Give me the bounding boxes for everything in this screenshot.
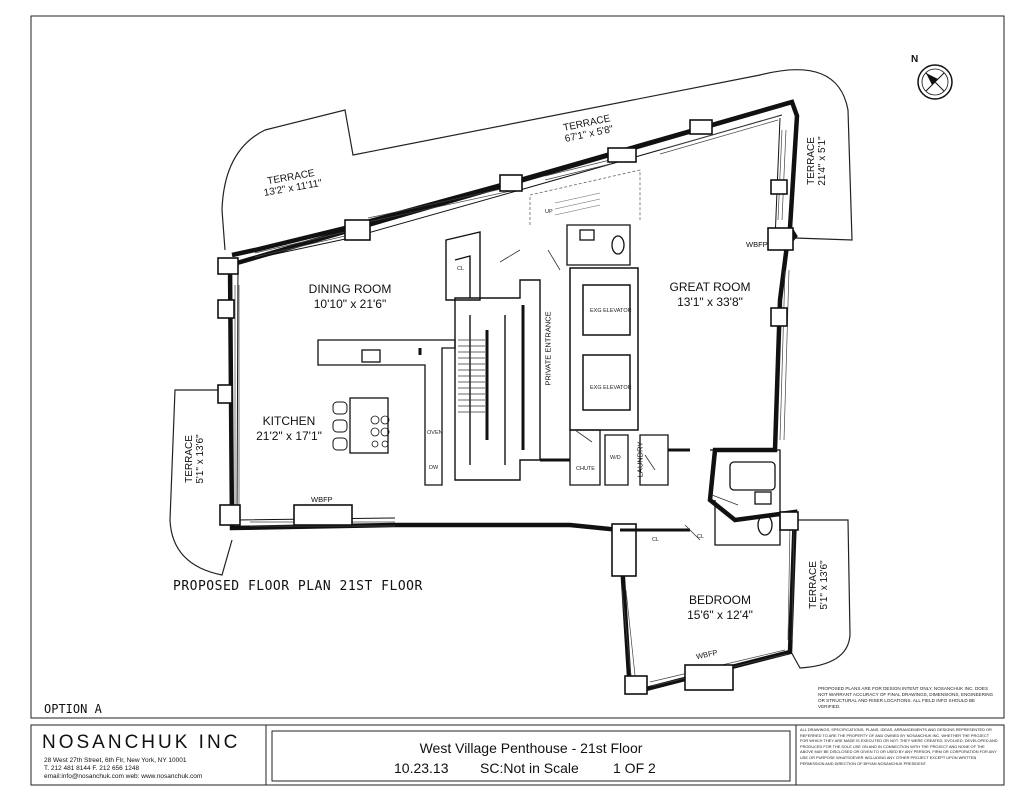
title-block-disclaimer: ALL DRAWINGS, SPECIFICATIONS, PLANS, IDE… xyxy=(800,727,998,766)
great-room-label: GREAT ROOM 13'1" x 33'8" xyxy=(669,280,751,309)
laundry-label: LAUNDRY xyxy=(635,441,645,478)
project-date: 10.23.13 xyxy=(394,760,449,776)
stair-up-label: UP xyxy=(545,209,553,215)
bedroom-label: BEDROOM 15'6" x 12'4" xyxy=(687,593,753,622)
chute-label: CHUTE xyxy=(576,466,595,472)
company-address: 28 West 27th Street, 6th Flr, New York, … xyxy=(44,757,187,764)
terrace-outline xyxy=(221,69,853,251)
company-name: NOSANCHUK INC xyxy=(42,732,241,753)
terrace-right-bottom-label: TERRACE 5'1" x 13'6" xyxy=(808,560,830,610)
stair-core xyxy=(445,231,541,481)
terrace-right-bottom-outline xyxy=(789,519,851,669)
plan-disclaimer: PROPOSED PLANS ARE FOR DESIGN INTENT ONL… xyxy=(818,686,994,709)
option-label: OPTION A xyxy=(44,702,102,716)
oven-label: OVEN xyxy=(427,430,443,436)
stair-treads xyxy=(458,339,485,413)
upper-stair-outline xyxy=(529,169,641,225)
closet-label-3: CL xyxy=(697,534,705,540)
elevator-1-label: EXG ELEVATOR xyxy=(590,308,632,314)
cooktop xyxy=(370,415,390,448)
structural-columns xyxy=(217,119,799,695)
wbfp-label-kitchen: WBFP xyxy=(311,495,333,504)
plan-title: PROPOSED FLOOR PLAN 21ST FLOOR xyxy=(173,579,423,594)
terrace-left-outline xyxy=(169,389,233,576)
north-label: N xyxy=(911,54,919,65)
title-block-company-box xyxy=(30,724,267,786)
elevator-shafts xyxy=(569,267,639,431)
wbfp-label-great-room: WBFP xyxy=(746,240,768,249)
washer-dryer-label: W/D xyxy=(610,455,621,461)
terrace-left-side-label: TERRACE 5'1" x 13'6" xyxy=(184,434,206,484)
kitchen-sink xyxy=(361,349,381,363)
company-contact: email:info@nosanchuk.com web: www.nosanc… xyxy=(44,773,203,780)
north-arrow-icon xyxy=(917,64,953,100)
project-sheet: 1 OF 2 xyxy=(613,760,656,776)
door-swings xyxy=(499,249,739,541)
bathrooms xyxy=(566,224,781,546)
company-phone: T. 212 481 8144 F. 212 656 1248 xyxy=(44,765,140,772)
title-block-project-box xyxy=(271,730,791,782)
project-scale: SC:Not in Scale xyxy=(480,760,579,776)
bar-stools xyxy=(332,401,348,451)
dining-room-label: DINING ROOM 10'10" x 21'6" xyxy=(308,282,392,311)
private-entrance-label: PRIVATE ENTRANCE xyxy=(543,311,553,386)
closet-label-1: CL xyxy=(457,266,465,272)
elevator-2-label: EXG ELEVATOR xyxy=(590,385,632,391)
interior-partitions xyxy=(418,348,690,532)
sheet-border xyxy=(30,15,1005,719)
closet-label-2: CL xyxy=(652,537,660,543)
laundry-area xyxy=(569,429,669,486)
terrace-right-top-label: TERRACE 21'4" x 5'1" xyxy=(806,136,828,186)
dishwasher-label: DW xyxy=(429,465,439,471)
upper-stair-treads xyxy=(554,192,601,216)
kitchen-label: KITCHEN 21'2" x 17'1" xyxy=(256,414,322,443)
project-title: West Village Penthouse - 21st Floor xyxy=(419,740,643,756)
kitchen-counters xyxy=(317,339,456,486)
